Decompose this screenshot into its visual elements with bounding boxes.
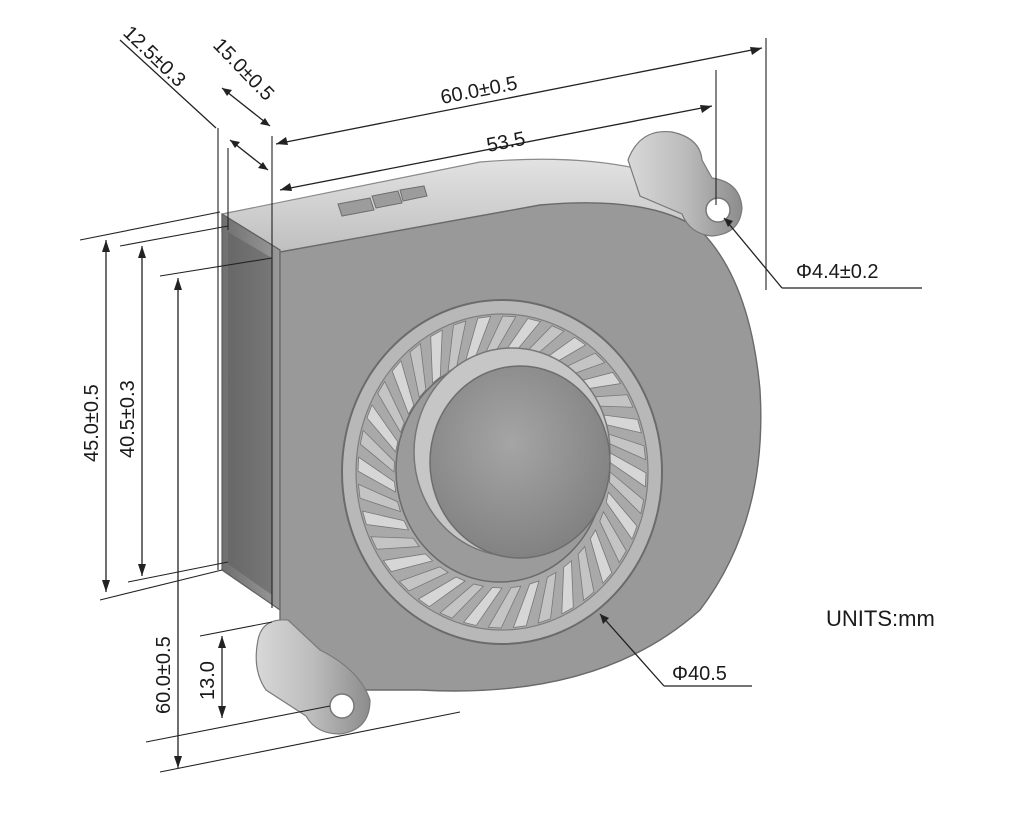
dim-thickness-total: 12.5±0.3	[119, 22, 190, 92]
bottom-mount-hole	[329, 693, 355, 719]
impeller-blade	[599, 510, 627, 564]
dim-height-inner: 40.5±0.3	[117, 380, 139, 458]
impeller-blade	[409, 342, 427, 399]
impeller-blade	[589, 529, 613, 585]
dim-height-total: 60.0±0.5	[153, 636, 175, 714]
dim-thickness-outlet: 15.0±0.5	[208, 34, 278, 105]
impeller-blade	[357, 483, 402, 513]
impeller-blade	[417, 576, 466, 608]
dim-hole-spacing: 53.5	[485, 128, 527, 157]
impeller-blade	[561, 560, 574, 615]
impeller-blade	[359, 429, 395, 473]
units-label: UNITS:mm	[826, 606, 935, 631]
impeller-blade	[487, 585, 522, 629]
impeller-blade	[398, 566, 449, 592]
connector-tabs	[337, 185, 428, 217]
impeller-blade	[366, 404, 399, 453]
impeller	[341, 299, 663, 645]
impeller-blades	[357, 315, 647, 629]
dim-impeller-dia: Φ40.5	[672, 663, 727, 685]
impeller-blade	[537, 571, 557, 624]
impeller-blade	[362, 510, 410, 531]
impeller-blade	[430, 329, 443, 384]
impeller-blade	[512, 580, 540, 628]
top-mount-hole	[705, 197, 731, 223]
impeller-blade	[370, 536, 421, 550]
dim-hole-offset: 13.0	[197, 661, 219, 700]
impeller-blade	[605, 491, 638, 540]
fan-body	[221, 130, 762, 735]
dim-mount-hole: Φ4.4±0.2	[796, 261, 879, 283]
impeller-blade	[377, 380, 405, 434]
impeller-blade	[357, 456, 397, 493]
impeller-blade	[391, 359, 415, 415]
dim-height-outer: 45.0±0.5	[81, 384, 103, 462]
top-right-mounting-ear	[627, 130, 743, 237]
dimension-lines	[79, 38, 922, 773]
impeller-blade	[577, 545, 595, 602]
impeller-blade	[609, 471, 645, 515]
impeller-blade	[462, 587, 503, 626]
impeller-blade	[382, 553, 434, 573]
impeller-blade	[439, 583, 485, 619]
